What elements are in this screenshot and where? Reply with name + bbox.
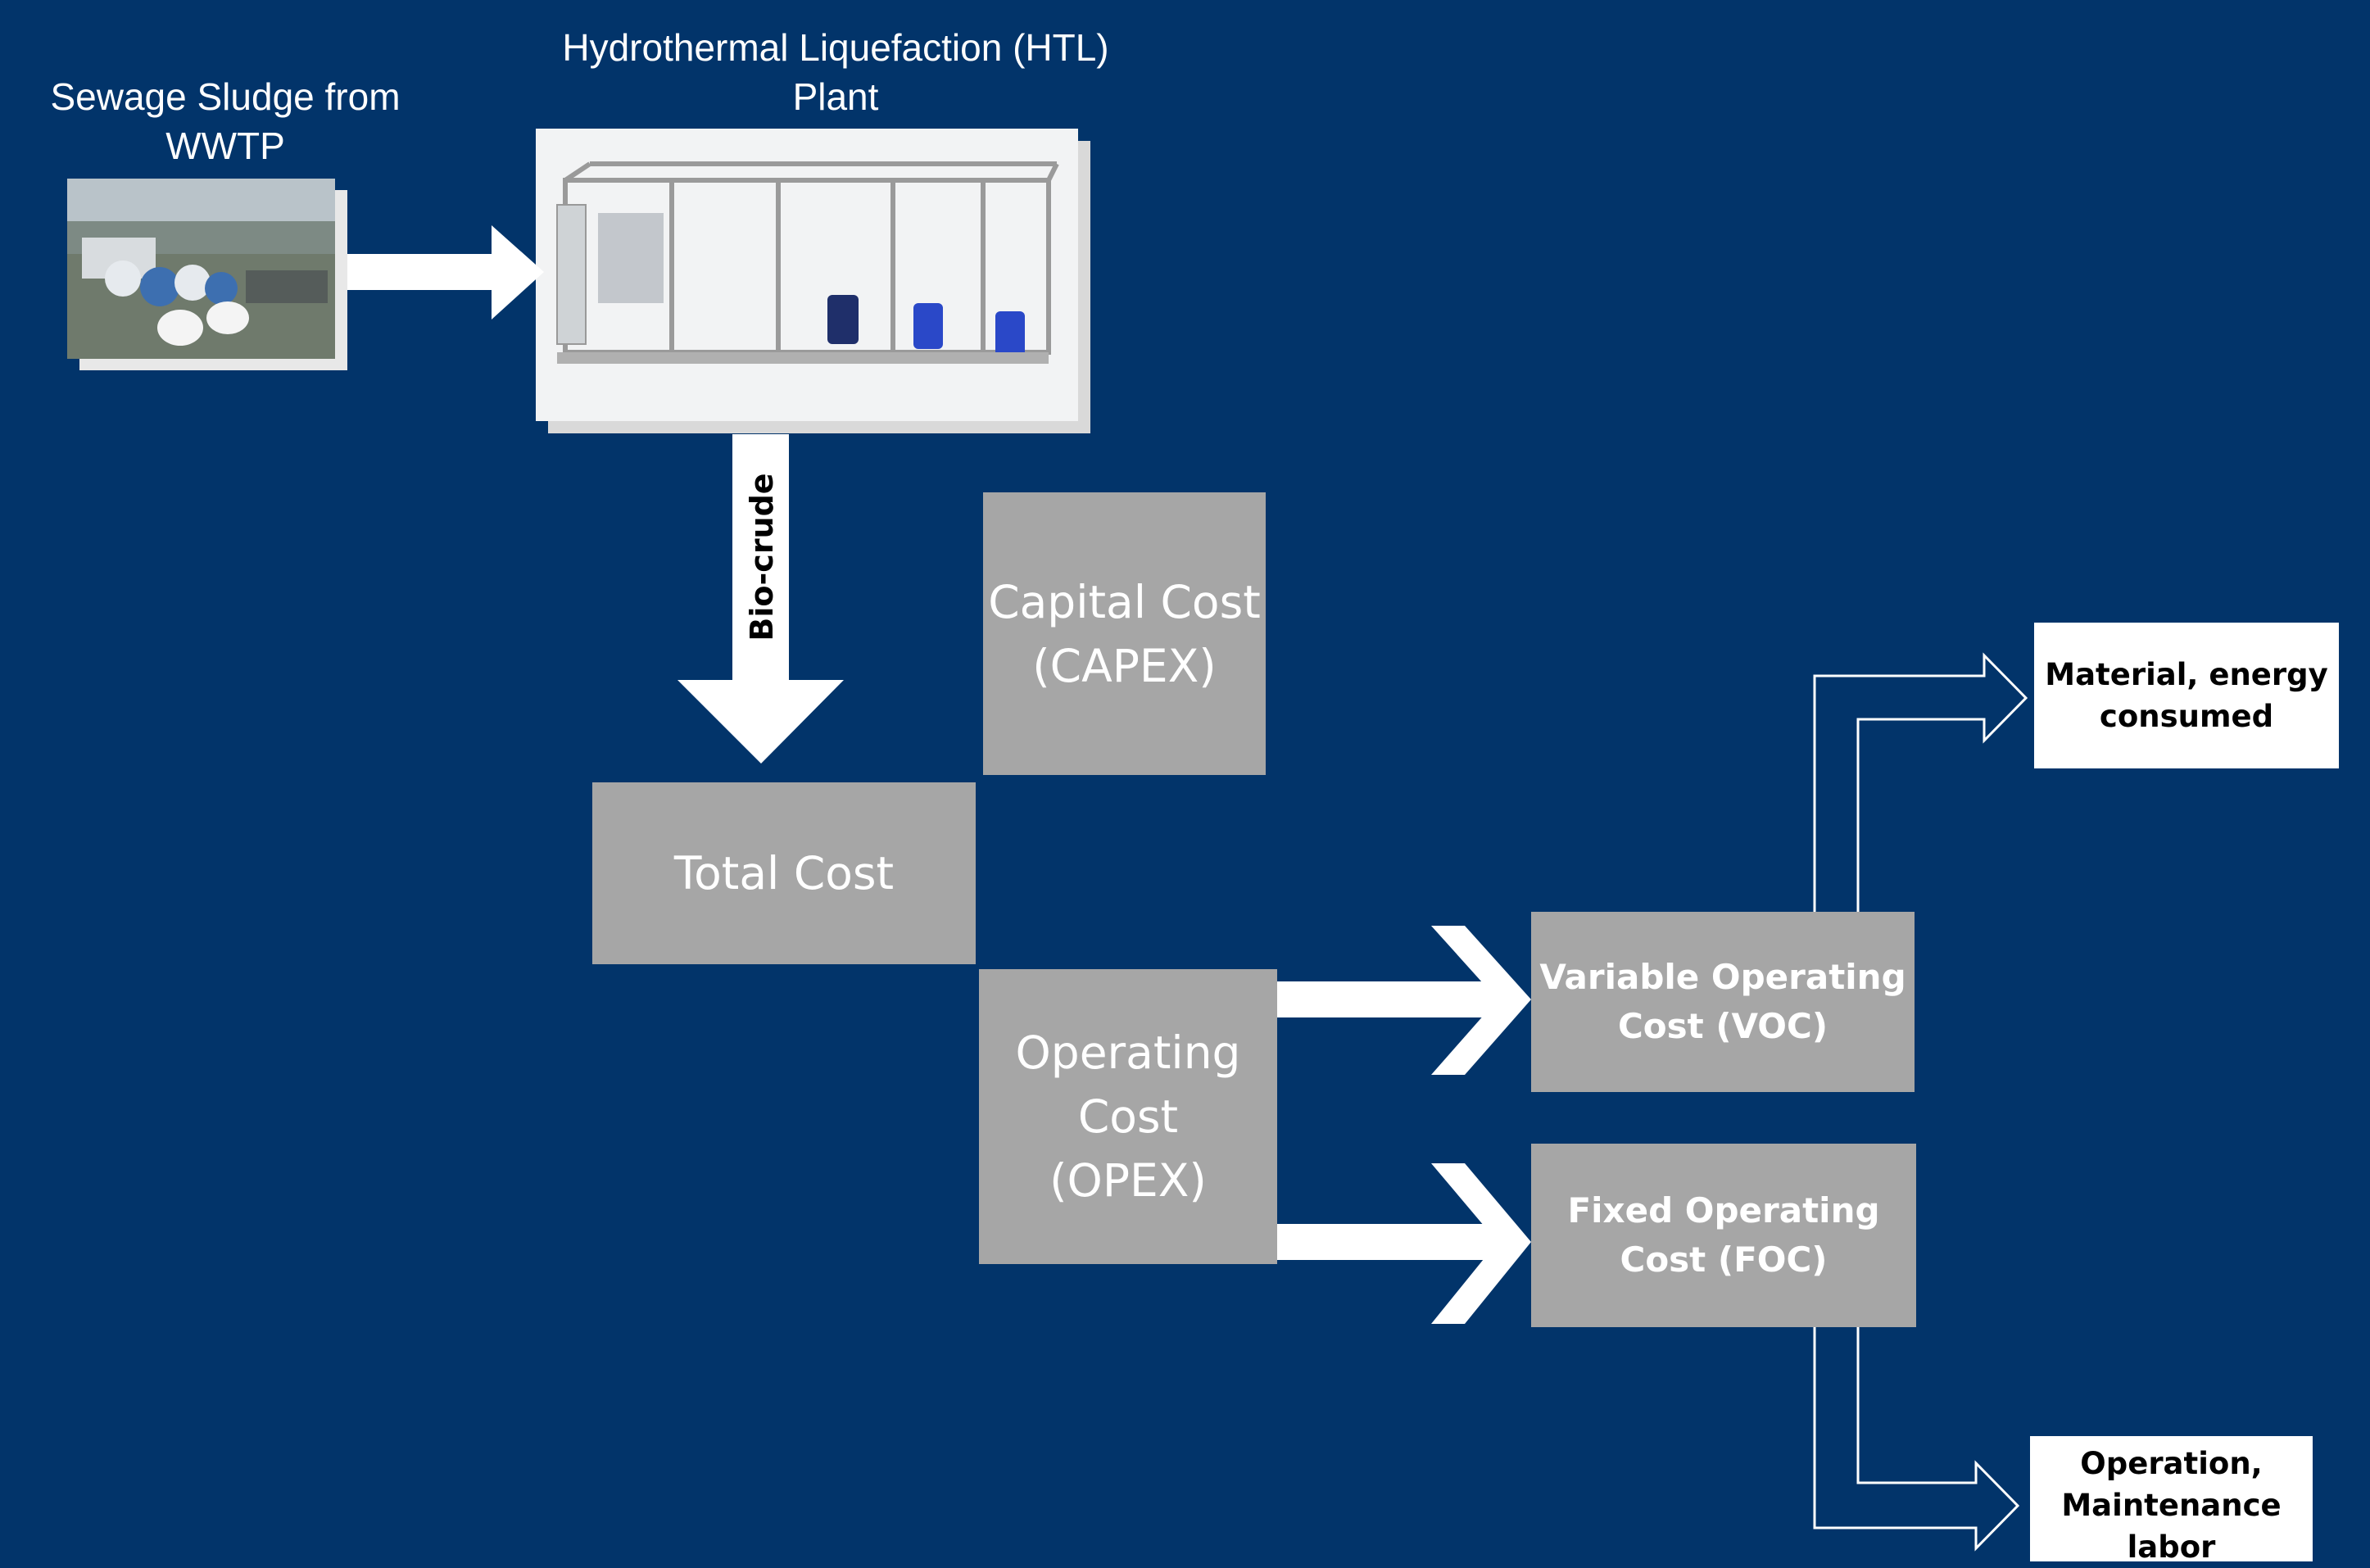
foc-to-labor-arrow: [1813, 1327, 2020, 1552]
sludge-caption: Sewage Sludge from WWTP: [50, 75, 401, 167]
htl-plant-rendering: [536, 129, 1090, 433]
fixed-operating-cost-box: Fixed Operating Cost (FOC): [1531, 1144, 1916, 1327]
operating-cost-label: Operating Cost (OPEX): [1015, 1026, 1241, 1207]
wastewater-treatment-plant-photo: [67, 179, 347, 370]
material-energy-label: Material, energy consumed: [2045, 657, 2328, 734]
voc-to-material-arrow: [1813, 652, 2028, 912]
capital-cost-box: Capital Cost (CAPEX): [983, 492, 1266, 775]
bio-crude-arrow: [677, 434, 844, 764]
operating-cost-box: Operating Cost (OPEX): [979, 969, 1277, 1264]
total-cost-label: Total Cost: [673, 847, 895, 900]
bio-crude-label: Bio-crude: [744, 473, 780, 641]
htl-plant-caption: Hydrothermal Liquefaction (HTL) Plant: [562, 26, 1109, 118]
material-energy-box: Material, energy consumed: [2034, 623, 2339, 768]
variable-operating-cost-box: Variable Operating Cost (VOC): [1531, 912, 1915, 1092]
variable-operating-cost-label: Variable Operating Cost (VOC): [1539, 957, 1906, 1046]
opex-to-foc-arrow: [1277, 1163, 1531, 1324]
operation-labor-label: Operation, Maintenance labor: [2061, 1446, 2282, 1565]
sludge-to-plant-arrow: [347, 225, 544, 319]
capital-cost-label: Capital Cost (CAPEX): [988, 575, 1261, 692]
total-cost-box: Total Cost: [592, 782, 976, 964]
opex-to-voc-arrow: [1277, 926, 1531, 1075]
fixed-operating-cost-label: Fixed Operating Cost (FOC): [1567, 1190, 1880, 1280]
operation-labor-box: Operation, Maintenance labor: [2030, 1436, 2313, 1565]
